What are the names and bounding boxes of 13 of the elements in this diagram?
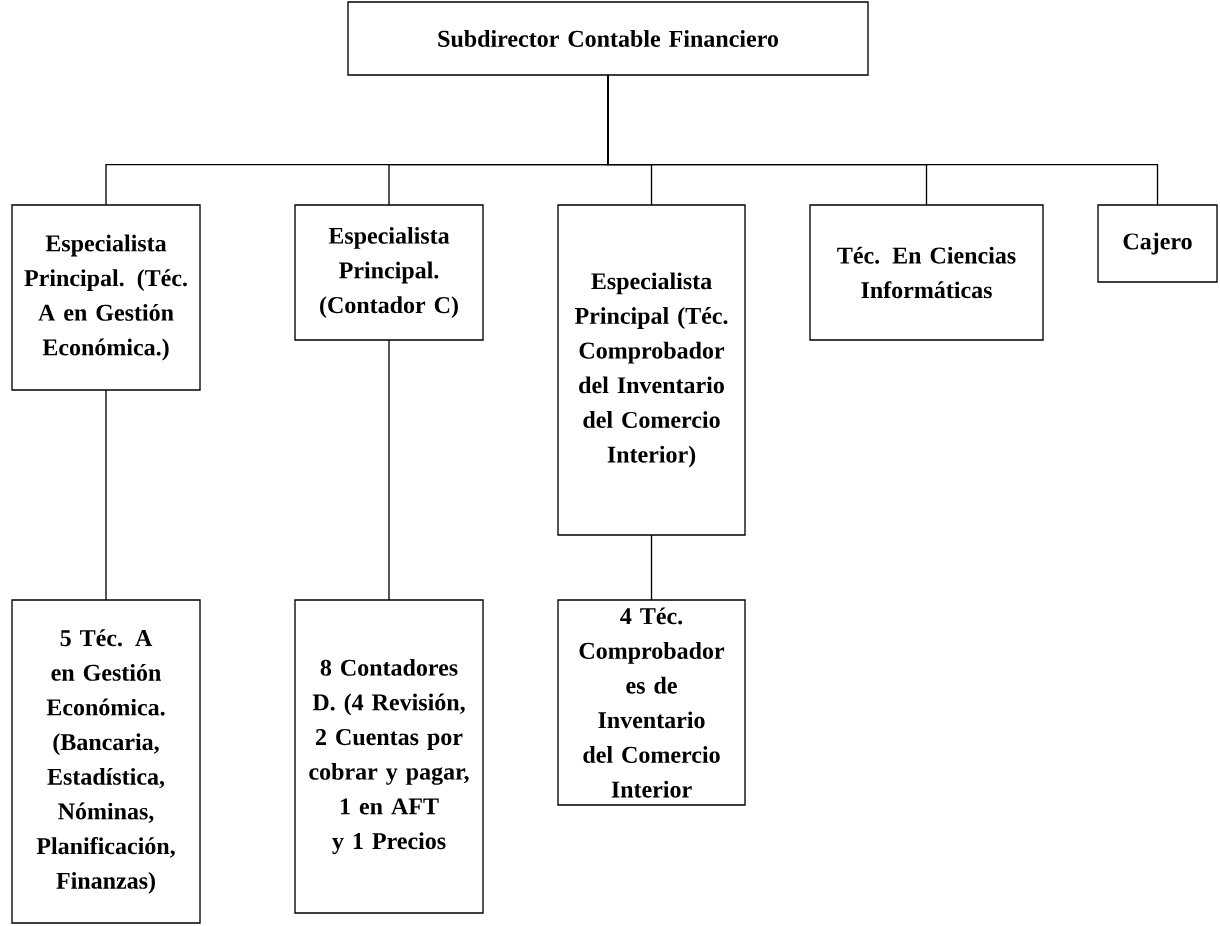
connector-line xyxy=(105,389,107,601)
connector-line xyxy=(607,74,1159,206)
position-box: 5 Téc. A en Gestión Económica. (Bancaria, Estadística, Nóminas, Planificación, Finanzas) xyxy=(11,599,201,924)
position-box: 4 Téc. Comprobador es de Inventario del Comercio Interior xyxy=(557,599,746,806)
position-box: Subdirector Contable Financiero xyxy=(347,1,869,76)
connector-line xyxy=(650,534,653,601)
position-box: Especialista Principal (Téc. Comprobador del Inventario del Comercio Interior) xyxy=(557,204,746,536)
connector-line xyxy=(388,339,390,601)
position-box: Téc. En Ciencias Informáticas xyxy=(809,204,1044,341)
position-box: 8 Contadores D. (4 Revisión, 2 Cuentas por cobrar y pagar, 1 en AFT y 1 Precios xyxy=(294,599,484,914)
position-box: Cajero xyxy=(1097,204,1218,283)
position-box: Especialista Principal. (Contador C) xyxy=(294,204,484,341)
position-box: Especialista Principal. (Téc. A en Gestión Económica.) xyxy=(11,204,201,391)
